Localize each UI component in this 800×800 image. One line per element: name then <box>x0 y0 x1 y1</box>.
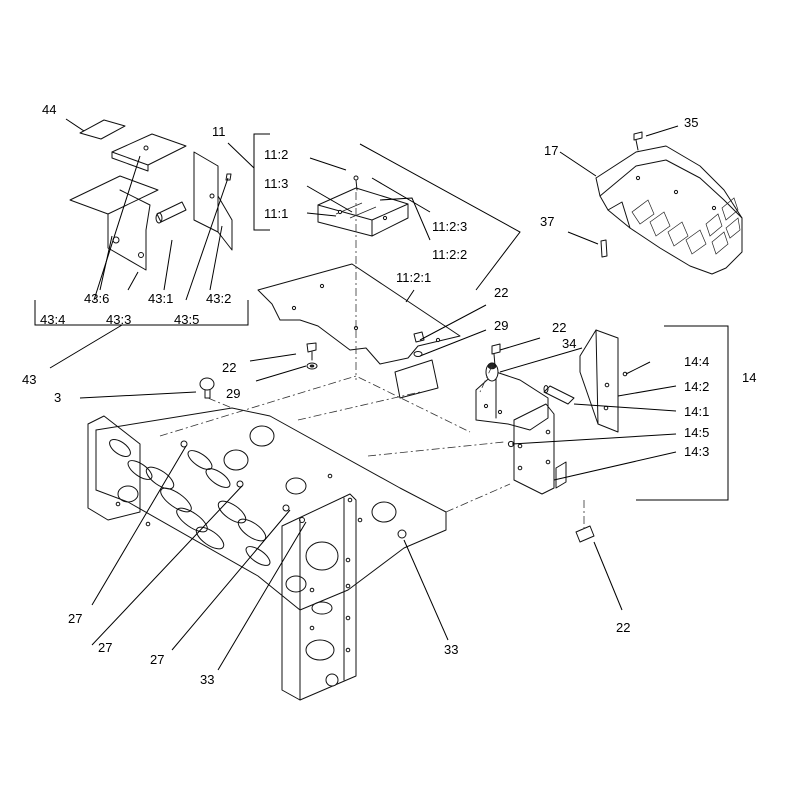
callout-43-3: 43:3 <box>106 312 131 327</box>
callout-43: 43 <box>22 372 36 387</box>
part-17-guard <box>595 131 743 275</box>
callout-14-5: 14:5 <box>684 425 709 440</box>
callout-22-d: 22 <box>616 620 630 635</box>
callout-11-2-1: 11:2:1 <box>396 270 431 285</box>
callout-43-4: 43:4 <box>40 312 65 327</box>
callout-35: 35 <box>684 115 698 130</box>
callout-27-b: 27 <box>98 640 112 655</box>
callout-11-3: 11:3 <box>264 176 288 191</box>
callout-27-a: 27 <box>68 611 82 626</box>
main-frame <box>87 365 511 701</box>
callout-14-1: 14:1 <box>684 404 709 419</box>
callout-44: 44 <box>42 102 56 117</box>
callout-11-2-3: 11:2:3 <box>432 219 467 234</box>
callout-22-a: 22 <box>494 285 508 300</box>
callout-29-a: 29 <box>494 318 508 333</box>
part-44-plate <box>79 119 126 140</box>
callout-14: 14 <box>742 370 756 385</box>
callout-22-b: 22 <box>222 360 236 375</box>
leader-lines <box>49 118 679 671</box>
part-14-plate-assembly <box>475 325 729 543</box>
callout-43-6: 43:6 <box>84 291 109 306</box>
callout-43-1: 43:1 <box>148 291 173 306</box>
callout-14-4: 14:4 <box>684 354 709 369</box>
callout-43-5: 43:5 <box>174 312 199 327</box>
callout-14-2: 14:2 <box>684 379 709 394</box>
callout-11: 11 <box>212 124 226 139</box>
callout-11-2-2: 11:2:2 <box>432 247 467 262</box>
callout-33-b: 33 <box>444 642 458 657</box>
callout-43-2: 43:2 <box>206 291 231 306</box>
part-11-cover-assembly <box>253 133 461 399</box>
hardware-22-29-left <box>199 331 425 399</box>
callout-34: 34 <box>562 336 576 351</box>
callout-33-a: 33 <box>200 672 214 687</box>
callout-27-c: 27 <box>150 652 164 667</box>
callout-3: 3 <box>54 390 61 405</box>
callout-17: 17 <box>544 143 558 158</box>
callout-14-3: 14:3 <box>684 444 709 459</box>
callout-37: 37 <box>540 214 554 229</box>
callout-29-b: 29 <box>226 386 240 401</box>
callout-11-1: 11:1 <box>264 206 288 221</box>
callout-22-c: 22 <box>552 320 566 335</box>
callout-labels: 44 11 11:2 11:3 11:1 11:2:3 11:2:2 11:2:… <box>22 102 756 687</box>
callout-11-2: 11:2 <box>264 147 288 162</box>
part-43-bracket-assembly <box>34 133 249 326</box>
